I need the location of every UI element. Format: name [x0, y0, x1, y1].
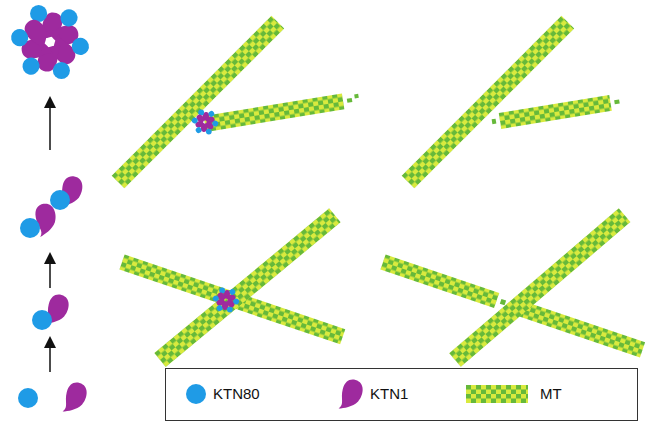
legend-label: KTN1 [370, 385, 408, 403]
microtubules-top-left [112, 16, 361, 189]
assembly-steps [8, 5, 92, 417]
microtubules-top-right [402, 16, 621, 189]
ktn80-swatch [186, 384, 206, 404]
legend [166, 369, 638, 421]
microtubules-bottom-right [380, 208, 645, 367]
legend-label: KTN80 [213, 385, 260, 403]
ktn1-swatch [338, 377, 366, 413]
mt-swatch [466, 385, 528, 403]
microtubules-bottom-left [119, 208, 345, 367]
legend-label: MT [540, 385, 562, 403]
